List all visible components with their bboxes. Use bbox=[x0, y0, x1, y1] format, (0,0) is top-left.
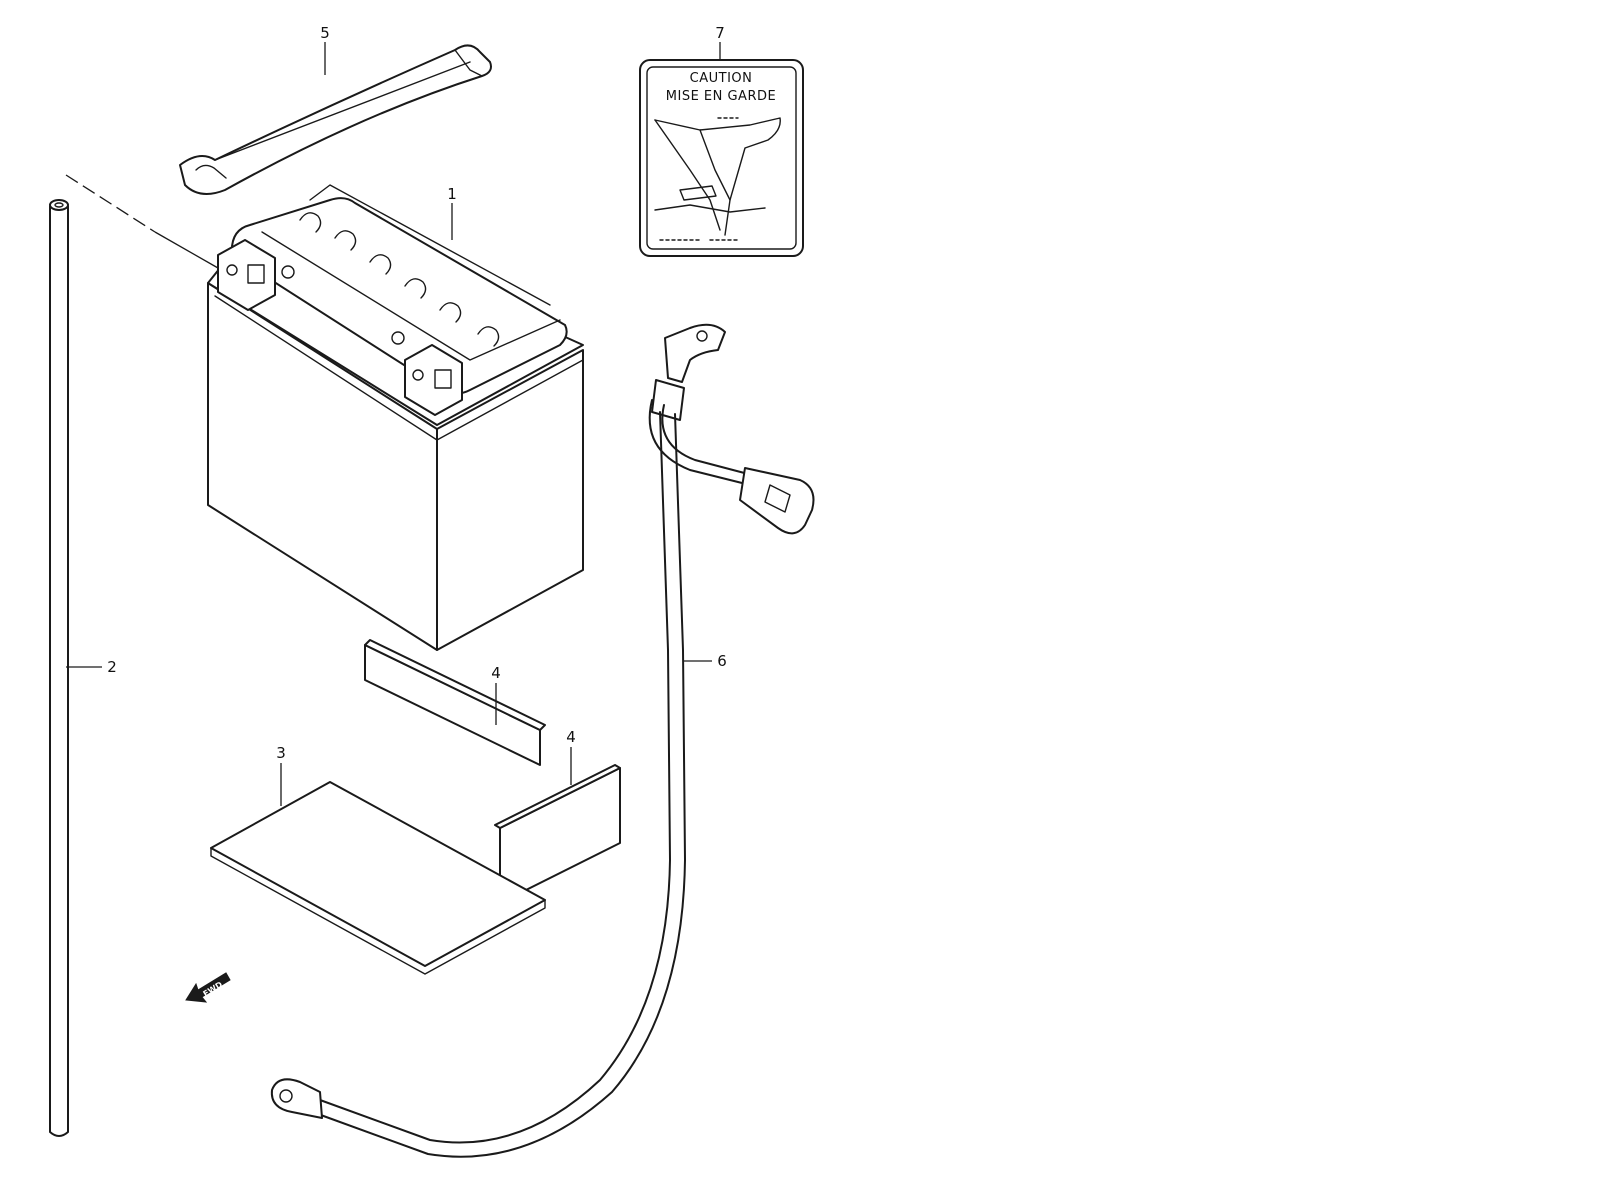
caution-label-line1: CAUTION bbox=[690, 71, 753, 86]
callout-1: 1 bbox=[447, 185, 457, 203]
callout-7: 7 bbox=[715, 24, 725, 42]
breather-hose bbox=[49, 174, 219, 1137]
caution-label: CAUTION MISE EN GARDE bbox=[639, 59, 804, 257]
battery-strap bbox=[179, 44, 492, 195]
caution-illustration bbox=[654, 117, 781, 241]
callout-4a: 4 bbox=[491, 664, 501, 682]
battery bbox=[207, 184, 584, 651]
callout-2: 2 bbox=[107, 658, 117, 676]
callout-leaders bbox=[66, 42, 721, 806]
tray-pad bbox=[210, 781, 546, 975]
lead-wire bbox=[270, 323, 815, 1158]
fwd-arrow-icon: FWD bbox=[185, 972, 231, 1003]
callout-5: 5 bbox=[320, 24, 330, 42]
callout-6: 6 bbox=[717, 652, 727, 670]
callout-3: 3 bbox=[276, 744, 286, 762]
caution-label-line2: MISE EN GARDE bbox=[666, 89, 776, 104]
side-pad-upper bbox=[364, 639, 546, 766]
callout-4b: 4 bbox=[566, 728, 576, 746]
callout-numbers: 5 1 7 2 4 4 3 6 bbox=[107, 24, 727, 762]
